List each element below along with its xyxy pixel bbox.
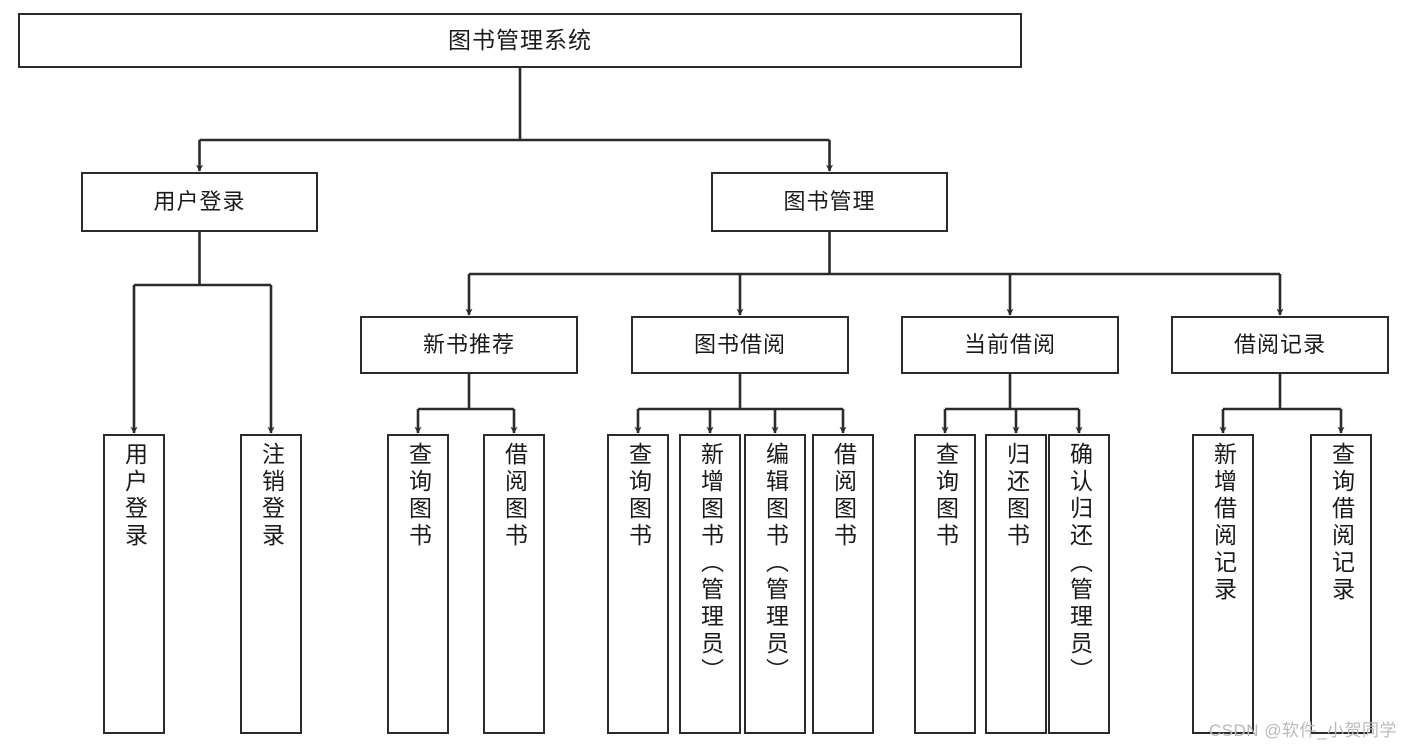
node-leaf-log-query[interactable]: 查询借阅记录 [1310,434,1372,734]
node-label: 借阅图书 [501,442,528,550]
node-current-borrow[interactable]: 当前借阅 [901,316,1119,374]
node-leaf-brw-add[interactable]: 新增图书（管理员） [679,434,741,734]
node-label: 查询借阅记录 [1328,442,1355,604]
node-label: 当前借阅 [963,332,1056,358]
node-leaf-brw-edit[interactable]: 编辑图书（管理员） [744,434,806,734]
node-user-login[interactable]: 用户登录 [81,172,318,232]
node-label: 新增借阅记录 [1210,442,1237,604]
node-leaf-cur-return[interactable]: 归还图书 [985,434,1047,734]
node-leaf-rec-borrow[interactable]: 借阅图书 [483,434,545,734]
node-label: 查询图书 [932,442,959,550]
node-borrow-record[interactable]: 借阅记录 [1171,316,1389,374]
node-leaf-log-add[interactable]: 新增借阅记录 [1192,434,1254,734]
node-label: 借阅记录 [1233,332,1326,358]
node-root[interactable]: 图书管理系统 [18,13,1022,68]
node-label: 归还图书 [1003,442,1030,550]
node-book-manage[interactable]: 图书管理 [711,172,948,232]
node-label: 新增图书（管理员） [697,442,724,685]
node-label: 编辑图书（管理员） [762,442,789,685]
node-leaf-cur-confirm[interactable]: 确认归还（管理员） [1048,434,1110,734]
node-leaf-brw-query[interactable]: 查询图书 [607,434,669,734]
node-leaf-brw-borrow[interactable]: 借阅图书 [812,434,874,734]
node-leaf-user-login[interactable]: 用户登录 [103,434,165,734]
node-new-book-rec[interactable]: 新书推荐 [360,316,578,374]
node-label: 查询图书 [405,442,432,550]
node-leaf-rec-query[interactable]: 查询图书 [387,434,449,734]
node-leaf-cur-query[interactable]: 查询图书 [914,434,976,734]
node-book-borrow[interactable]: 图书借阅 [631,316,849,374]
node-label: 借阅图书 [830,442,857,550]
node-label: 查询图书 [625,442,652,550]
node-label: 确认归还（管理员） [1066,442,1093,685]
node-leaf-user-logout[interactable]: 注销登录 [240,434,302,734]
node-label: 新书推荐 [422,332,515,358]
node-label: 注销登录 [258,442,285,550]
node-label: 图书管理系统 [448,26,592,53]
node-label: 图书管理 [783,189,876,215]
node-label: 用户登录 [153,189,246,215]
node-label: 图书借阅 [693,332,786,358]
node-label: 用户登录 [121,442,148,550]
